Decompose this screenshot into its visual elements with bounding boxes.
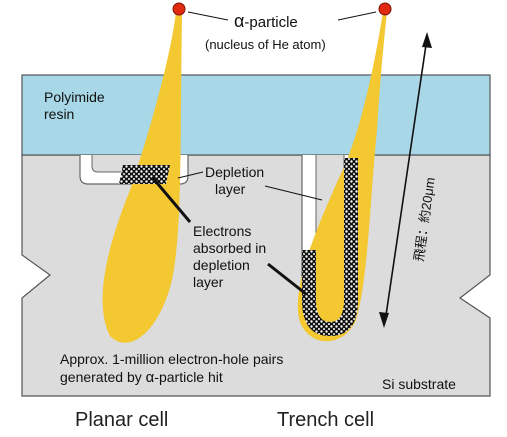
- trench-absorbed-electrons: [302, 158, 358, 336]
- alpha-symbol: α: [234, 11, 244, 31]
- resin-label-line2: resin: [44, 106, 74, 122]
- range-label-unit: μm: [420, 176, 437, 196]
- range-arrow: [379, 32, 432, 328]
- resin-label-line1: Polyimide: [44, 89, 105, 105]
- depletion-leader-planar: [177, 171, 204, 179]
- electrons-label-line3: depletion: [193, 257, 250, 273]
- electrons-label-line2: absorbed in: [193, 240, 266, 256]
- alpha-particle-right: [378, 2, 392, 16]
- pairs-label-line1: Approx. 1-million electron-hole pairs: [60, 351, 283, 367]
- title-alpha-particle: α-particle: [234, 11, 298, 31]
- title-subtitle: (nucleus of He atom): [205, 37, 326, 52]
- title-main: -particle: [244, 14, 297, 31]
- alpha-particle-left: [172, 2, 186, 16]
- caption-trench-cell: Trench cell: [277, 409, 374, 431]
- caption-planar-cell: Planar cell: [75, 409, 168, 431]
- electrons-leader-trench: [267, 262, 307, 296]
- si-substrate-label: Si substrate: [382, 376, 456, 392]
- pairs-alpha-symbol: α: [146, 369, 155, 386]
- electrons-leader-planar: [150, 176, 192, 223]
- trench-alpha-track: [297, 12, 387, 342]
- depletion-label-line2: layer: [215, 181, 246, 197]
- pairs-label-line2: generated by α-particle hit: [60, 369, 223, 386]
- depletion-label-line1: Depletion: [205, 164, 264, 180]
- electrons-label-line1: Electrons: [193, 223, 251, 239]
- electrons-label-line4: layer: [193, 274, 224, 290]
- depletion-leader-trench: [264, 185, 323, 201]
- planar-absorbed-electrons: [119, 165, 170, 184]
